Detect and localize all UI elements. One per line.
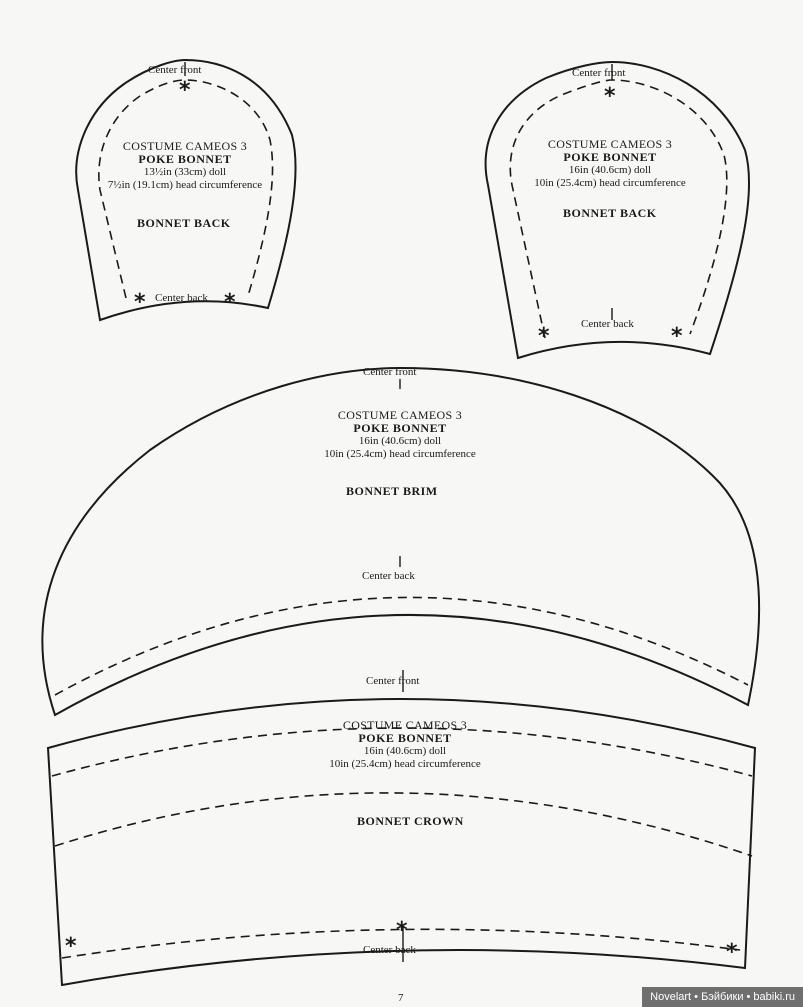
watermark-credit: Novelart • Бэйбики • babiki.ru: [642, 987, 803, 1007]
bonnet-back-large-back-star-right: *: [671, 324, 683, 349]
bonnet-back-small-center-back-label: Center back: [155, 292, 208, 304]
bonnet-back-small-head-size: 7½in (19.1cm) head circumference: [107, 179, 263, 191]
bonnet-back-small-back-star-left: *: [134, 290, 146, 315]
bonnet-brim-name: POKE BONNET: [353, 421, 447, 435]
bonnet-brim-seam-line: [54, 596, 749, 696]
bonnet-crown-name: POKE BONNET: [358, 731, 452, 745]
bonnet-crown-back-star-center: *: [396, 918, 408, 943]
bonnet-back-small-back-star-right: *: [224, 290, 236, 315]
bonnet-brim-head-size: 10in (25.4cm) head circumference: [324, 448, 476, 460]
bonnet-crown-middle-seam-line: [54, 792, 753, 857]
bonnet-brim-cut-line: [41, 366, 761, 717]
bonnet-crown-center-front-label: Center front: [366, 675, 420, 687]
bonnet-brim-title: BONNET BRIM: [346, 484, 438, 498]
bonnet-crown-center-back-label: Center back: [363, 944, 416, 956]
bonnet-back-large-title: BONNET BACK: [563, 206, 657, 220]
bonnet-back-large-seam-line: [509, 79, 728, 339]
bonnet-back-large-cut-line: [484, 60, 751, 360]
bonnet-brim-center-back-label: Center back: [362, 570, 415, 582]
bonnet-back-small-cut-line: [75, 58, 297, 322]
bonnet-back-large-label: COSTUME CAMEOS 3 POKE BONNET 16in (40.6c…: [520, 138, 700, 190]
bonnet-crown-cut-line: [46, 698, 757, 987]
bonnet-crown-back-star-right: *: [726, 940, 738, 965]
bonnet-crown-title: BONNET CROWN: [357, 814, 464, 828]
bonnet-back-small-center-front-label: Center front: [148, 64, 202, 76]
bonnet-back-small-front-star: *: [179, 78, 191, 103]
bonnet-back-small-title: BONNET BACK: [137, 216, 231, 230]
bonnet-crown-lower-seam-line: [61, 928, 741, 959]
bonnet-brim-doll-size: 16in (40.6cm) doll: [358, 435, 442, 447]
bonnet-back-large-doll-size: 16in (40.6cm) doll: [568, 164, 652, 176]
bonnet-crown-back-star-left: *: [65, 934, 77, 959]
bonnet-crown-series: COSTUME CAMEOS 3: [342, 718, 468, 732]
bonnet-crown-label: COSTUME CAMEOS 3 POKE BONNET 16in (40.6c…: [300, 719, 510, 771]
bonnet-crown-doll-size: 16in (40.6cm) doll: [363, 745, 447, 757]
bonnet-crown-head-size: 10in (25.4cm) head circumference: [329, 758, 481, 770]
bonnet-brim-label: COSTUME CAMEOS 3 POKE BONNET 16in (40.6c…: [295, 409, 505, 461]
bonnet-back-small-series: COSTUME CAMEOS 3: [122, 139, 248, 153]
page-number: 7: [398, 992, 404, 1004]
bonnet-back-small-seam-line: [98, 79, 274, 299]
bonnet-back-large-name: POKE BONNET: [563, 150, 657, 164]
bonnet-back-small-label: COSTUME CAMEOS 3 POKE BONNET 13½in (33cm…: [95, 140, 275, 192]
bonnet-back-large-center-back-label: Center back: [581, 318, 634, 330]
bonnet-back-large-back-star-left: *: [538, 324, 550, 349]
bonnet-back-small-doll-size: 13½in (33cm) doll: [143, 166, 227, 178]
bonnet-back-large-head-size: 10in (25.4cm) head circumference: [534, 177, 686, 189]
bonnet-back-large-center-front-label: Center front: [572, 67, 626, 79]
bonnet-back-large-front-star: *: [604, 84, 616, 109]
bonnet-brim-center-front-label: Center front: [363, 366, 417, 378]
bonnet-back-large-series: COSTUME CAMEOS 3: [547, 137, 673, 151]
bonnet-crown-upper-seam-line: [51, 727, 753, 777]
bonnet-brim-series: COSTUME CAMEOS 3: [337, 408, 463, 422]
bonnet-back-small-name: POKE BONNET: [138, 152, 232, 166]
